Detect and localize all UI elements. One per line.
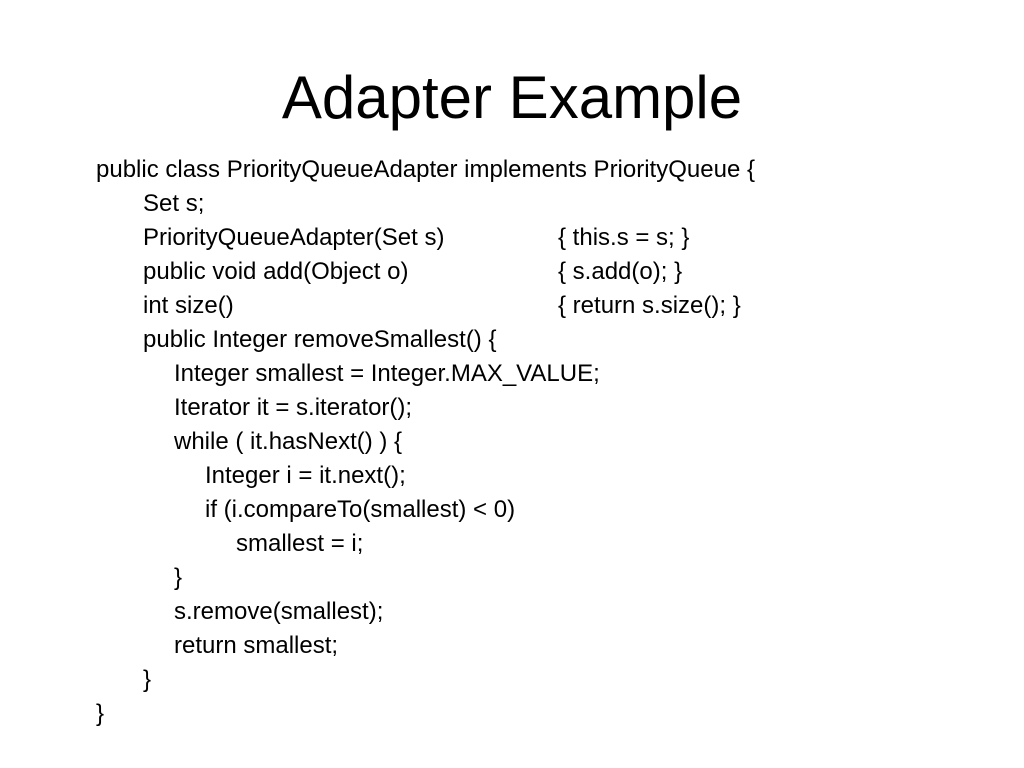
code-line-text: s.remove(smallest); bbox=[174, 598, 384, 625]
code-line-text: Integer smallest = Integer.MAX_VALUE; bbox=[174, 360, 600, 387]
code-line: int size() { return s.size(); } bbox=[96, 289, 996, 323]
code-line: s.remove(smallest); bbox=[96, 595, 996, 629]
code-line: } bbox=[96, 561, 996, 595]
code-line: Integer smallest = Integer.MAX_VALUE; bbox=[96, 357, 996, 391]
code-line: public Integer removeSmallest() { bbox=[96, 323, 996, 357]
code-line-text: return smallest; bbox=[174, 632, 339, 659]
code-line: return smallest; bbox=[96, 629, 996, 663]
code-line: } bbox=[96, 697, 996, 731]
code-block: public class PriorityQueueAdapter implem… bbox=[96, 153, 996, 731]
code-line: Set s; bbox=[96, 187, 996, 221]
code-line-text: smallest = i; bbox=[236, 530, 364, 557]
code-line: public class PriorityQueueAdapter implem… bbox=[96, 153, 996, 187]
code-line-body: { return s.size(); } bbox=[558, 292, 741, 319]
code-line-body: { this.s = s; } bbox=[558, 224, 690, 251]
code-line: if (i.compareTo(smallest) < 0) bbox=[96, 493, 996, 527]
slide-title: Adapter Example bbox=[281, 64, 743, 131]
code-line-text: PriorityQueueAdapter(Set s) bbox=[143, 224, 445, 251]
code-line: PriorityQueueAdapter(Set s) { this.s = s… bbox=[96, 221, 996, 255]
code-line: Integer i = it.next(); bbox=[96, 459, 996, 493]
code-line-text: } bbox=[143, 666, 152, 693]
code-line-text: Iterator it = s.iterator(); bbox=[174, 394, 413, 421]
code-line-text: Set s; bbox=[143, 190, 205, 217]
code-line: } bbox=[96, 663, 996, 697]
code-line-body: { s.add(o); } bbox=[558, 258, 683, 285]
code-line-text: public Integer removeSmallest() { bbox=[143, 326, 497, 353]
code-line: while ( it.hasNext() ) { bbox=[96, 425, 996, 459]
code-line-text: } bbox=[174, 564, 183, 591]
code-line-text: public class PriorityQueueAdapter implem… bbox=[96, 156, 755, 183]
code-line: public void add(Object o) { s.add(o); } bbox=[96, 255, 996, 289]
code-line: Iterator it = s.iterator(); bbox=[96, 391, 996, 425]
code-line: smallest = i; bbox=[96, 527, 996, 561]
code-line-text: int size() bbox=[143, 292, 234, 319]
code-line-text: while ( it.hasNext() ) { bbox=[174, 428, 403, 455]
code-line-text: } bbox=[96, 700, 105, 727]
code-line-text: Integer i = it.next(); bbox=[205, 462, 406, 489]
code-line-text: public void add(Object o) bbox=[143, 258, 409, 285]
code-line-text: if (i.compareTo(smallest) < 0) bbox=[205, 496, 516, 523]
